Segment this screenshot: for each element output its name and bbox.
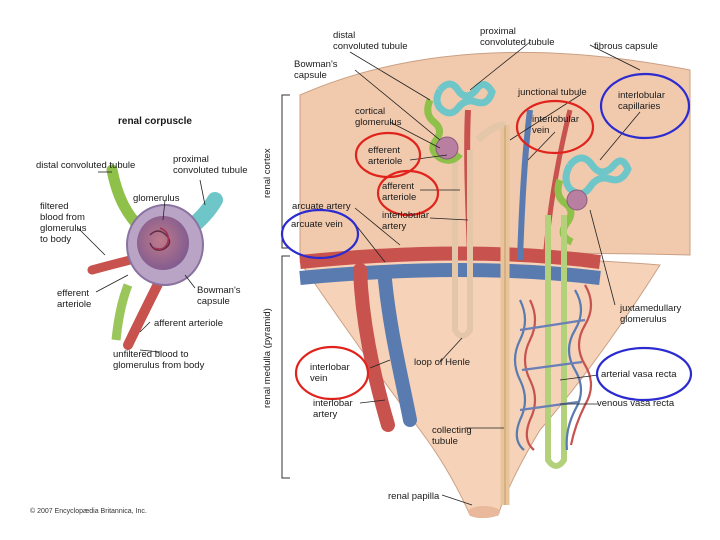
label-bowmans-top: Bowman's capsule (294, 59, 338, 81)
label-arcuate-vein: arcuate vein (291, 219, 343, 230)
medulla-pyramid (299, 257, 661, 518)
renal-corpuscle-illustration (87, 164, 223, 350)
rc-glomerulus (137, 216, 189, 270)
region-brackets (281, 94, 290, 479)
label-afferent-arteriole: afferent arteriole (382, 181, 417, 203)
label-rc-afferent: afferent arteriole (154, 318, 224, 329)
highlight-interlobular-capillaries (599, 72, 691, 140)
highlight-annotations (280, 72, 693, 402)
highlight-interlobar-vein (294, 345, 370, 401)
label-rc-proximal: proximal convoluted tubule (173, 154, 248, 176)
label-rc-glomerulus: glomerulus (133, 193, 180, 204)
juxtamedullary-glomerulus-body (566, 189, 588, 211)
label-junctional-tubule: junctional tubule (518, 87, 587, 98)
renal-papilla-tip (468, 506, 500, 518)
label-arcuate-artery: arcuate artery (292, 201, 351, 212)
cortical-distal-coil (424, 98, 463, 164)
label-juxtamedullary-glomerulus: juxtamedullary glomerulus (620, 303, 682, 325)
long-loop-of-henle (545, 215, 567, 469)
junctional-tubule-vessel (475, 121, 506, 143)
interlobular-vein-vessel (517, 109, 533, 261)
label-proximal-top: proximal convoluted tubule (480, 26, 555, 48)
highlight-arcuate-vein (280, 208, 360, 260)
interlobar-vein-vessel (378, 273, 417, 427)
label-collecting-tubule: collecting tubule (432, 425, 472, 447)
label-cortical-glomerulus: cortical glomerulus (355, 106, 402, 128)
cortical-proximal-coil (433, 80, 496, 117)
label-rc-bowmans: Bowman's capsule (197, 285, 241, 307)
label-rc-efferent: efferent arteriole (57, 288, 92, 310)
cortical-glomerulus-body (435, 136, 459, 160)
label-interlobar-artery: interlobar artery (313, 398, 353, 420)
interlobar-artery-vessel (353, 263, 395, 432)
copyright-notice: © 2007 Encyclopædia Britannica, Inc. (30, 508, 147, 515)
rc-lower-tubule (111, 283, 133, 341)
label-renal-medulla: renal medulla (pyramid) (262, 308, 273, 408)
label-rc-filtered: filtered blood from glomerulus to body (40, 201, 87, 245)
label-interlobular-vein: interlobular vein (532, 114, 579, 136)
label-interlobular-artery: interlobular artery (382, 210, 429, 232)
highlight-afferent-arteriole (376, 169, 440, 217)
label-renal-cortex: renal cortex (262, 148, 273, 198)
label-loop-of-henle: loop of Henle (414, 357, 470, 368)
label-renal-corpuscle: renal corpuscle (118, 116, 192, 127)
label-interlobular-capillaries: interlobular capillaries (618, 90, 665, 112)
loop-of-henle-vessel (452, 150, 473, 339)
vasa-recta-network (513, 284, 593, 451)
highlight-arterial-vasa-recta (595, 346, 693, 402)
label-efferent-arteriole: efferent arteriole (368, 145, 403, 167)
label-rc-distal: distal convoluted tubule (36, 160, 136, 171)
label-venous-vasa-recta: venous vasa recta (597, 398, 675, 409)
label-arterial-vasa-recta: arterial vasa recta (601, 369, 677, 380)
juxtamedullary-coils (562, 154, 632, 197)
kidney-section (299, 51, 691, 518)
label-rc-unfiltered: unfiltered blood to glomerulus from body (113, 349, 205, 371)
cortex-tissue (299, 51, 691, 259)
rc-afferent-vessel (123, 275, 165, 350)
label-fibrous-capsule: fibrous capsule (594, 41, 658, 52)
arcuate-vein-vessel (299, 263, 601, 285)
label-interlobar-vein: interlobar vein (310, 362, 350, 384)
highlight-interlobular-vein (515, 99, 595, 155)
label-distal-top: distal convoluted tubule (333, 30, 408, 52)
label-renal-papilla: renal papilla (388, 491, 440, 502)
